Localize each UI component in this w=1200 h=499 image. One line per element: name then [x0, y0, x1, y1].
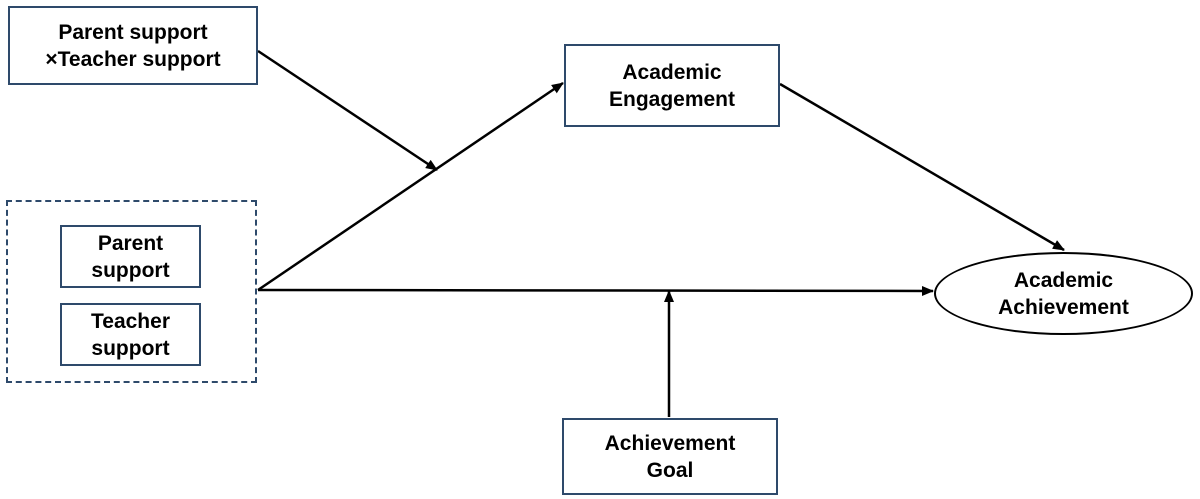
academic-achievement-ellipse: Academic Achievement	[934, 252, 1193, 335]
achievement-goal-node: Achievement Goal	[562, 418, 778, 495]
node-label-line1: Achievement	[604, 431, 736, 455]
node-label-line2: Engagement	[608, 87, 736, 111]
parent-support-node: Parent support	[60, 225, 201, 288]
node-label-line1: Academic	[622, 60, 722, 84]
node-label-line2: Goal	[646, 458, 694, 482]
node-label-line1: Parent support	[58, 20, 208, 44]
node-label-line2: ×Teacher support	[45, 47, 221, 71]
arrow-engagement-to-achievement	[779, 82, 1065, 252]
parent-teacher-interaction-node: Parent support ×Teacher support	[8, 6, 258, 85]
teacher-support-node: Teacher support	[60, 303, 201, 366]
node-label-line1: Parent	[97, 231, 164, 255]
node-label-line2: support	[91, 336, 170, 360]
arrow-interaction-moderation	[257, 49, 438, 172]
node-label-line2: Achievement	[998, 295, 1129, 319]
support-group-dashed-box	[6, 200, 257, 383]
arrow-support-to-achievement	[257, 285, 934, 296]
node-label-line1: Teacher	[91, 309, 170, 333]
academic-engagement-node: Academic Engagement	[564, 44, 780, 127]
node-label-line2: support	[91, 258, 170, 282]
node-label-line1: Academic	[1013, 268, 1114, 292]
arrow-support-to-engagement	[257, 81, 564, 292]
